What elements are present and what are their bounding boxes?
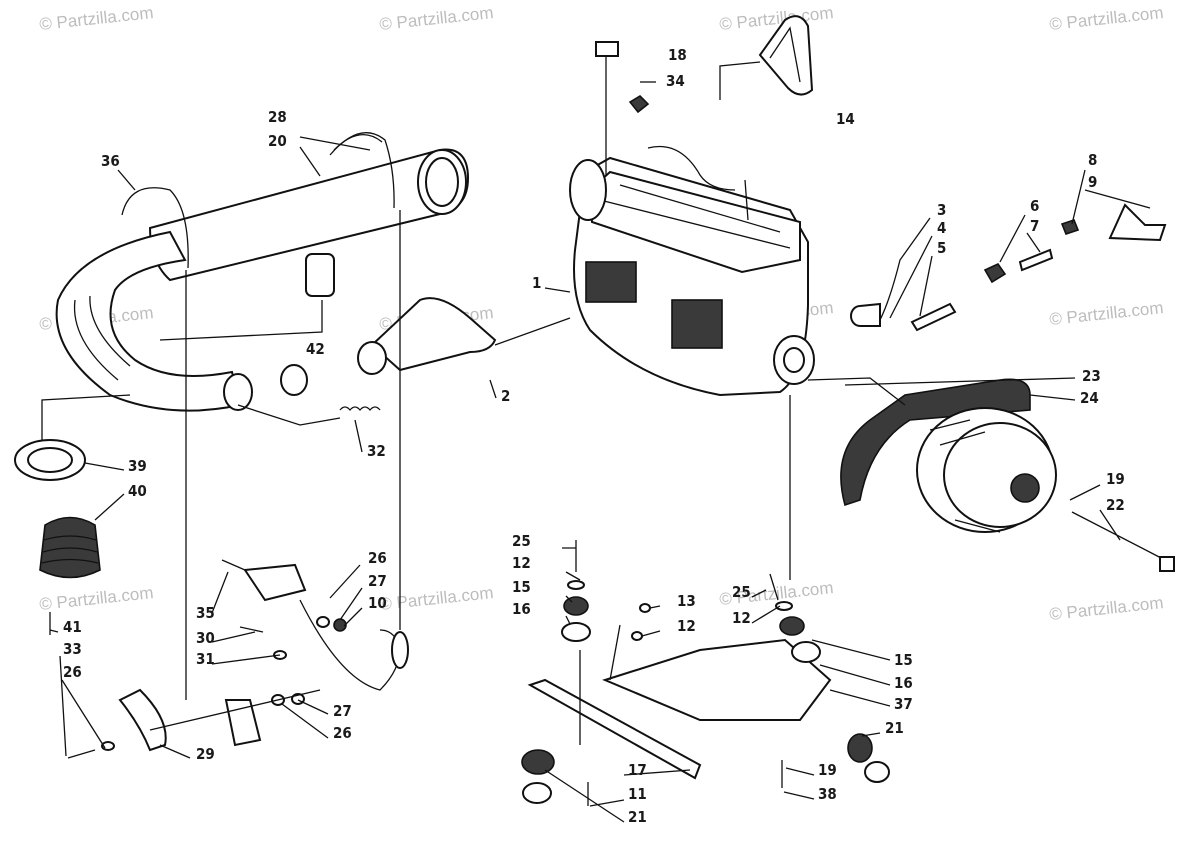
callout-22: 22 — [1106, 496, 1125, 514]
exhaust-manifold — [280, 297, 497, 412]
callout-38: 38 — [818, 785, 837, 803]
callout-30: 30 — [196, 629, 215, 647]
callout-12: 12 — [512, 554, 531, 572]
callout-24: 24 — [1080, 389, 1099, 407]
watermark-text: © Partzilla.com — [378, 3, 494, 34]
callout-5: 5 — [937, 239, 946, 257]
rubber-mount-stack-left — [561, 540, 591, 642]
callout-34: 34 — [666, 72, 685, 90]
callout-12: 12 — [677, 617, 696, 635]
leader-lines — [41, 55, 1151, 823]
callout-15: 15 — [512, 578, 531, 596]
watermark-text: © Partzilla.com — [1048, 298, 1164, 329]
callout-25: 25 — [732, 583, 751, 601]
callout-32: 32 — [367, 442, 386, 460]
rubber-mount-stack-right — [769, 573, 821, 663]
callout-27: 27 — [368, 572, 387, 590]
nut-34 — [628, 94, 650, 114]
callout-36: 36 — [101, 152, 120, 170]
callout-21: 21 — [885, 719, 904, 737]
muffler-bracket — [118, 563, 409, 752]
callout-40: 40 — [128, 482, 147, 500]
spring-36 — [121, 187, 189, 269]
callout-41: 41 — [63, 618, 82, 636]
callout-21: 21 — [628, 808, 647, 826]
watermark-text: © Partzilla.com — [38, 3, 154, 34]
callout-layer: 1834142820361345678942232232439401922251… — [63, 46, 1125, 826]
decal-18 — [595, 41, 619, 57]
callout-1: 1 — [532, 274, 541, 292]
callout-26: 26 — [368, 549, 387, 567]
callout-6: 6 — [1030, 197, 1039, 215]
lifting-bracket-14 — [758, 15, 814, 96]
callout-39: 39 — [128, 457, 147, 475]
callout-26: 26 — [333, 724, 352, 742]
callout-20: 20 — [268, 132, 287, 150]
engine-mount-plate — [521, 638, 890, 804]
callout-10: 10 — [368, 594, 387, 612]
drive-clutch — [840, 378, 1057, 533]
callout-11: 11 — [628, 785, 647, 803]
watermark-text: © Partzilla.com — [38, 583, 154, 614]
callout-33: 33 — [63, 640, 82, 658]
callout-7: 7 — [1030, 217, 1039, 235]
engine-mount-hardware — [850, 203, 1167, 332]
callout-16: 16 — [512, 600, 531, 618]
watermark-text: © Partzilla.com — [1048, 3, 1164, 34]
watermark-text: © Partzilla.com — [378, 583, 494, 614]
callout-8: 8 — [1088, 151, 1097, 169]
callout-19: 19 — [1106, 470, 1125, 488]
callout-18: 18 — [668, 46, 687, 64]
callout-13: 13 — [677, 592, 696, 610]
callout-29: 29 — [196, 745, 215, 763]
callout-14: 14 — [836, 110, 855, 128]
callout-16: 16 — [894, 674, 913, 692]
rubber-boot-40 — [39, 516, 101, 579]
callout-42: 42 — [306, 340, 325, 358]
engine-block — [569, 145, 815, 397]
callout-9: 9 — [1088, 173, 1097, 191]
callout-23: 23 — [1082, 367, 1101, 385]
callout-35: 35 — [196, 604, 215, 622]
callout-19: 19 — [818, 761, 837, 779]
callout-31: 31 — [196, 650, 215, 668]
callout-15: 15 — [894, 651, 913, 669]
callout-3: 3 — [937, 201, 946, 219]
callout-17: 17 — [628, 761, 647, 779]
muffler-assembly — [55, 148, 470, 412]
bolt-22 — [1071, 511, 1166, 561]
watermark-text: © Partzilla.com — [718, 3, 834, 34]
callout-28: 28 — [268, 108, 287, 126]
callout-12: 12 — [732, 609, 751, 627]
callout-2: 2 — [501, 387, 510, 405]
callout-4: 4 — [937, 219, 946, 237]
callout-27: 27 — [333, 702, 352, 720]
callout-26: 26 — [63, 663, 82, 681]
callout-37: 37 — [894, 695, 913, 713]
watermark-text: © Partzilla.com — [1048, 593, 1164, 624]
callout-25: 25 — [512, 532, 531, 550]
